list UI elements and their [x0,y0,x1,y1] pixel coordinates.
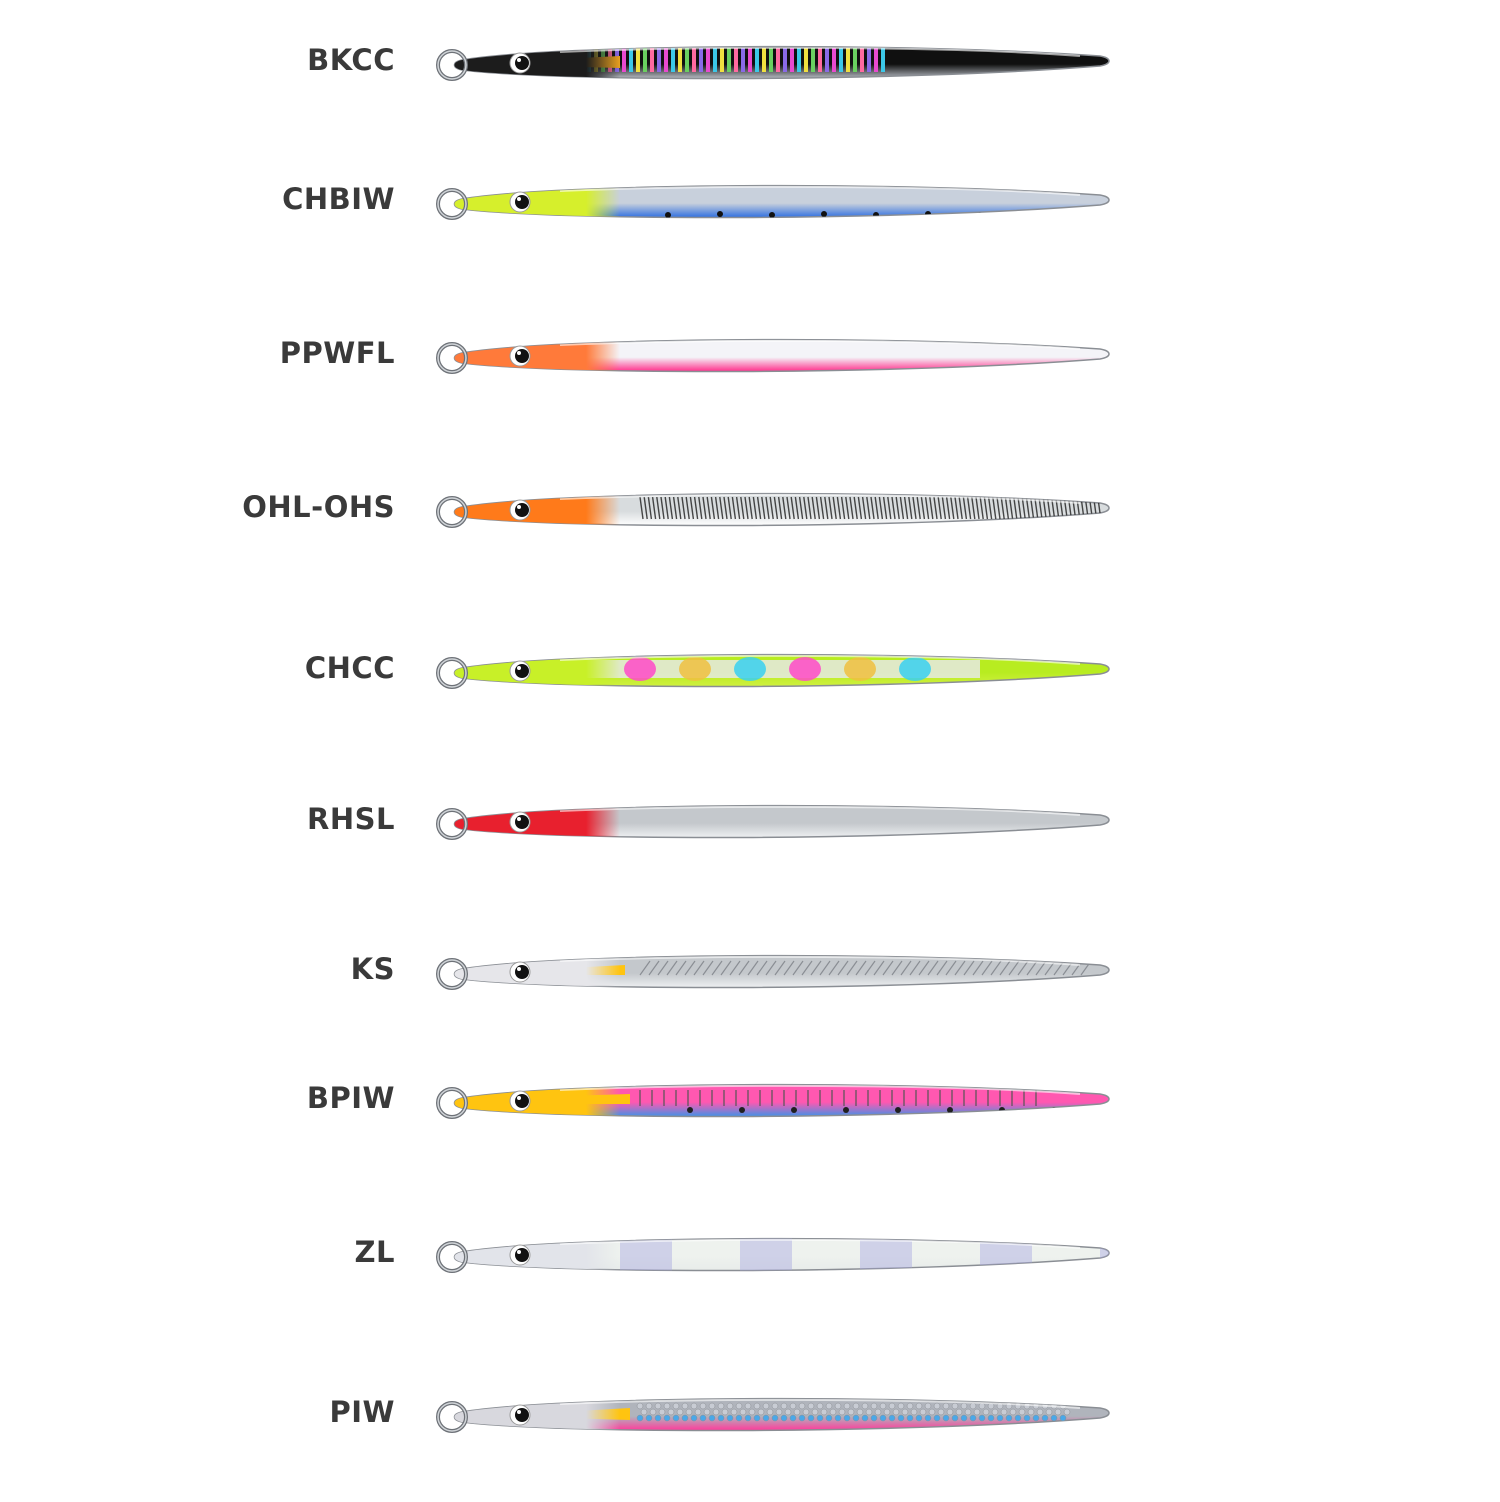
color-code-label: CHBIW [282,182,395,216]
jig-lure-image [436,804,1110,840]
jig-lure-image [436,184,1110,220]
lure-row: PPWFL [0,323,1500,443]
lure-row: BPIW [0,1068,1500,1188]
eye-icon [509,52,531,74]
lure-row: BKCC [0,30,1500,150]
jig-lure-image [436,954,1110,990]
eye-icon [509,961,531,983]
lure-row: PIW [0,1382,1500,1502]
jig-lure-image [436,1237,1110,1273]
lure-row: CHBIW [0,169,1500,289]
color-code-label: BPIW [306,1081,395,1115]
color-code-label: BKCC [307,43,395,77]
eye-icon [509,811,531,833]
lure-row: ZL [0,1222,1500,1342]
eye-icon [509,1244,531,1266]
jig-lure-image [436,1083,1110,1119]
color-code-label: CHCC [304,651,395,685]
color-code-label: KS [350,952,395,986]
color-code-label: ZL [354,1235,395,1269]
color-code-label: PIW [329,1395,395,1429]
lure-row: RHSL [0,789,1500,909]
eye-icon [509,660,531,682]
color-code-label: RHSL [307,802,395,836]
eye-icon [509,1404,531,1426]
eye-icon [509,499,531,521]
lure-row: CHCC [0,638,1500,758]
eye-icon [509,191,531,213]
jig-lure-image [436,492,1110,528]
eye-icon [509,1090,531,1112]
color-code-label: PPWFL [279,336,395,370]
jig-lure-image [436,1397,1110,1433]
lure-row: KS [0,939,1500,1059]
jig-lure-image [436,653,1110,689]
lure-row: OHL-OHS [0,477,1500,597]
jig-lure-image [436,45,1110,81]
eye-icon [509,345,531,367]
color-code-label: OHL-OHS [242,490,395,524]
jig-lure-image [436,338,1110,374]
